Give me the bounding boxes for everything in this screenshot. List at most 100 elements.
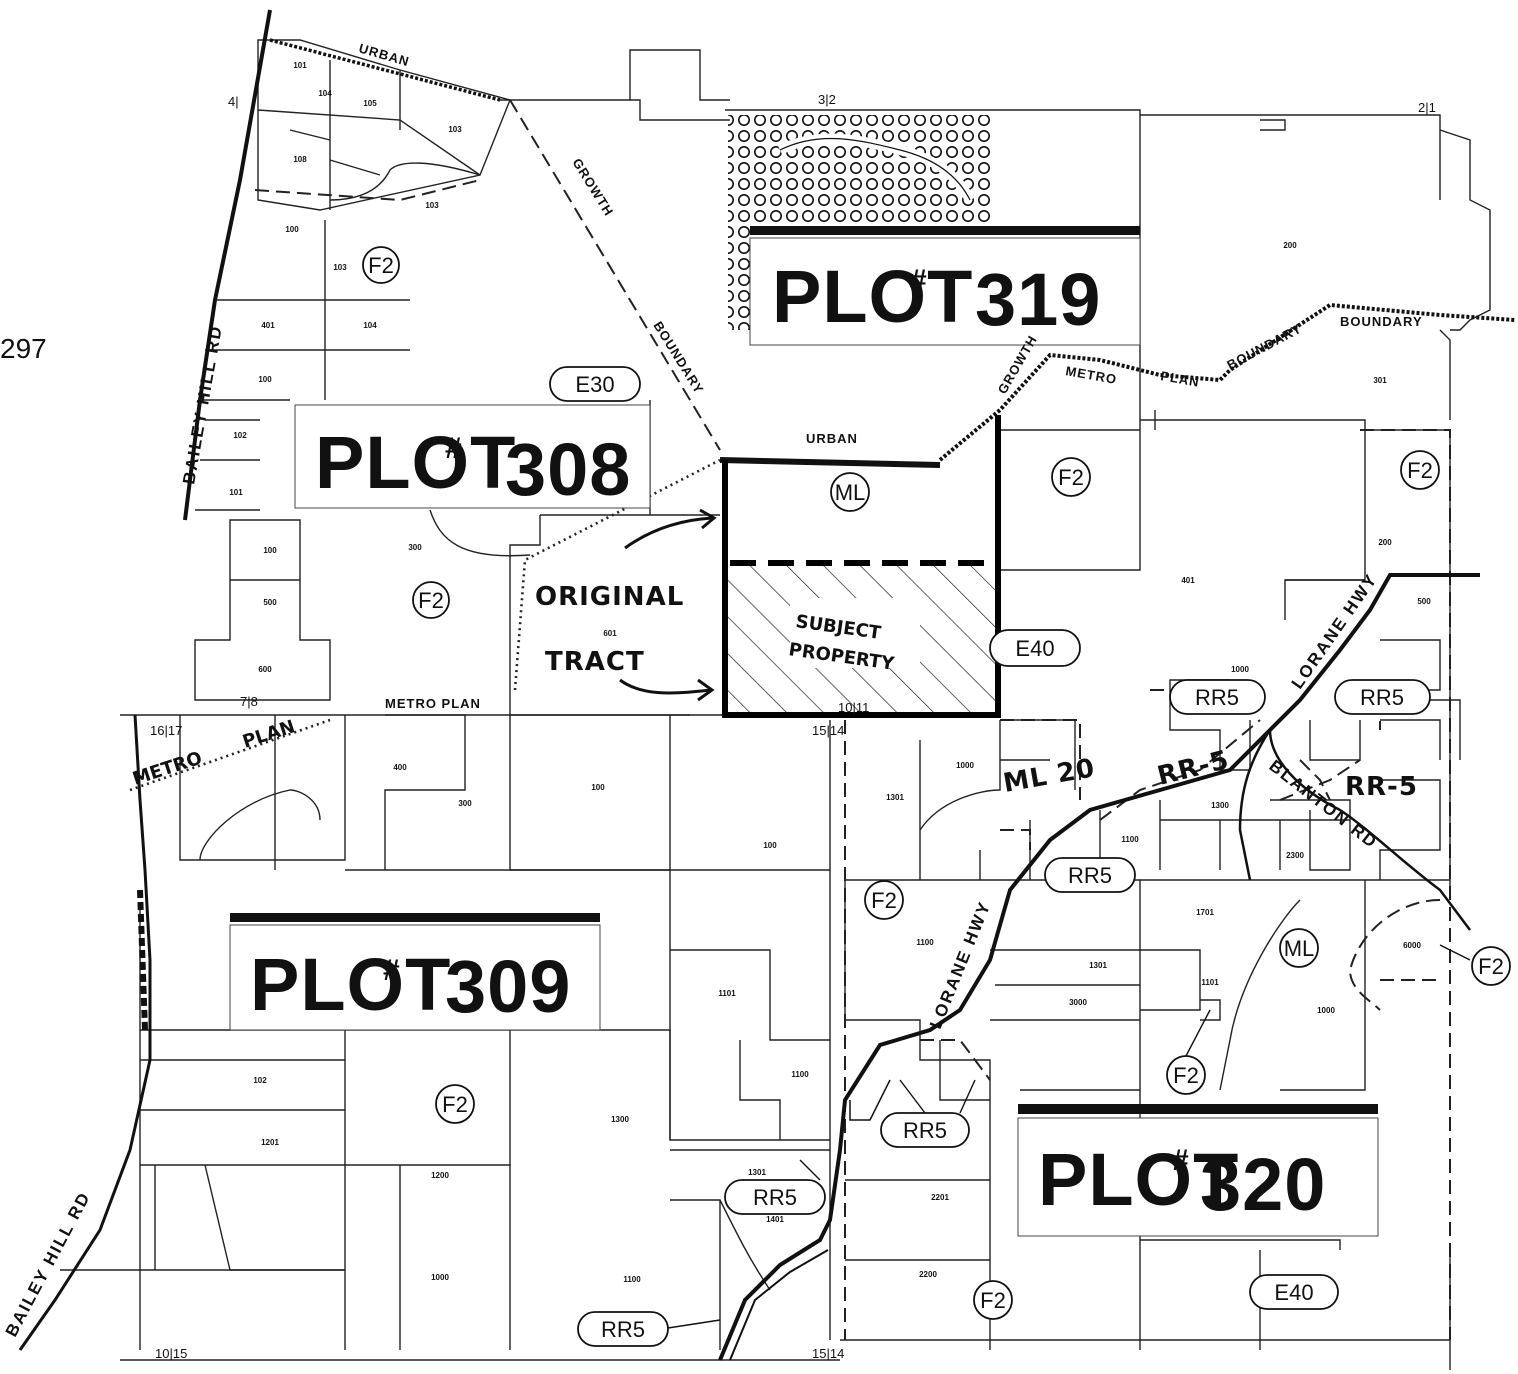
lot-number: 500	[263, 598, 277, 607]
section-number: 15|14	[812, 1346, 844, 1361]
label-boundary-right: BOUNDARY	[1224, 321, 1304, 373]
zone-rr5-2: RR5	[1360, 685, 1404, 710]
section-number: 15|14	[812, 723, 844, 738]
lot-number: 1200	[431, 1171, 449, 1180]
section-number: 16|17	[150, 723, 182, 738]
section-number: 3|2	[818, 92, 836, 107]
lot-number: 1100	[1121, 835, 1139, 844]
lot-number: 300	[408, 543, 422, 552]
road-lorane-hwy-2: LORANE HWY	[1288, 570, 1382, 692]
lot-number: 104	[363, 321, 377, 330]
road-blanton-rd: BLANTON RD	[1266, 756, 1382, 852]
lot-number: 6000	[1403, 941, 1421, 950]
lot-number: 1101	[1201, 978, 1219, 987]
section-number: 10|11	[838, 700, 869, 715]
lot-number: 100	[285, 225, 299, 234]
road-bailey-hill-top: BAILEY HILL RD	[179, 323, 226, 485]
lot-number: 200	[1283, 241, 1297, 250]
plot-320-prefix: PLOT	[1038, 1138, 1239, 1221]
lot-number: 108	[293, 155, 307, 164]
annotation-arrow-top	[624, 516, 713, 550]
label-plan-right: PLAN	[1159, 368, 1200, 390]
lot-number: 1101	[718, 989, 736, 998]
zone-rr5-3: RR5	[1068, 863, 1112, 888]
plot-319-sup: #	[910, 264, 927, 297]
annotation-arrow-bottom	[619, 678, 711, 695]
lot-number: 300	[458, 799, 472, 808]
lot-number: 100	[591, 783, 605, 792]
lot-number: 102	[233, 431, 247, 440]
lot-number: 103	[333, 263, 347, 272]
lot-number: 200	[1378, 538, 1392, 547]
lot-number: 1401	[766, 1215, 784, 1224]
zone-f2-1: F2	[368, 253, 394, 278]
label-urban-mid: URBAN	[806, 431, 858, 446]
section-number: 10|15	[155, 1346, 187, 1361]
zone-f2-2: F2	[418, 588, 444, 613]
lot-number: 601	[603, 629, 617, 638]
zone-f2-6: F2	[1478, 954, 1504, 979]
zone-rr5-6: RR5	[601, 1317, 645, 1342]
lot-number: 1000	[1317, 1006, 1335, 1015]
zone-e40-2: E40	[1274, 1280, 1313, 1305]
lot-number: 401	[1181, 576, 1195, 585]
plot-320-sup: #	[1172, 1144, 1189, 1177]
annotation-rr5-hand: RR-5	[1154, 745, 1232, 792]
plot-label-309: PLOT # 309	[229, 913, 601, 1031]
lot-number: 100	[263, 546, 277, 555]
lot-number: 401	[261, 321, 275, 330]
plot-label-319: PLOT # 319	[749, 226, 1141, 346]
plot-309-number: 309	[445, 945, 571, 1028]
zone-rr5-1: RR5	[1195, 685, 1239, 710]
section-number: 4|	[228, 94, 239, 109]
label-metro-plan: METRO PLAN	[385, 696, 481, 711]
zone-f2-4: F2	[1407, 458, 1433, 483]
zone-rr5-4: RR5	[903, 1118, 947, 1143]
lot-number: 1300	[611, 1115, 629, 1124]
zone-ml-1: ML	[835, 480, 866, 505]
plot-label-308: PLOT # 308	[294, 404, 651, 511]
zone-f2-8: F2	[442, 1092, 468, 1117]
roads	[18, 573, 1480, 1361]
lot-number: 500	[1417, 597, 1431, 606]
zone-f2-3: F2	[1058, 465, 1084, 490]
plot-308-number: 308	[505, 428, 631, 511]
plot-label-320: PLOT # 320	[1017, 1104, 1379, 1237]
lot-number: 1000	[956, 761, 974, 770]
lot-number: 103	[448, 125, 462, 134]
lot-number: 1301	[886, 793, 904, 802]
lot-number: 1301	[1089, 961, 1107, 970]
label-metro-left: METRO	[130, 748, 205, 790]
annotation-original: ORIGINAL	[535, 582, 684, 612]
plot-319-prefix: PLOT	[772, 255, 973, 338]
lot-number: 102	[253, 1076, 267, 1085]
dotted-lines	[129, 458, 721, 792]
lot-number: 1300	[1211, 801, 1229, 810]
lot-number: 2300	[1286, 851, 1304, 860]
zone-f2-7: F2	[1173, 1063, 1199, 1088]
plot-319-number: 319	[975, 258, 1101, 341]
lot-number: 104	[318, 89, 332, 98]
lot-number: 1301	[748, 1168, 766, 1177]
label-boundary-far: BOUNDARY	[1340, 314, 1423, 329]
plot-308-sup: #	[445, 432, 462, 465]
lot-number: 101	[293, 61, 307, 70]
road-bailey-hill-bottom: BAILEY HILL RD	[2, 1188, 95, 1340]
zone-leaders	[667, 944, 1471, 1329]
section-number: 7|8	[240, 694, 258, 709]
urban-growth-boundary	[137, 38, 1516, 1031]
lot-number: 1100	[623, 1275, 641, 1284]
label-plan-left: PLAN	[240, 716, 298, 753]
lot-number: 100	[763, 841, 777, 850]
plot-320-number: 320	[1200, 1143, 1326, 1226]
lot-number: 105	[363, 99, 377, 108]
zone-e40-1: E40	[1015, 636, 1054, 661]
lot-number: 1000	[1231, 665, 1249, 674]
lot-number: 1100	[916, 938, 934, 947]
zone-e30: E30	[575, 372, 614, 397]
zone-rr5-5: RR5	[753, 1185, 797, 1210]
plot-309-sup: #	[383, 954, 400, 987]
lot-number: 103	[425, 201, 439, 210]
lot-number: 100	[258, 375, 272, 384]
